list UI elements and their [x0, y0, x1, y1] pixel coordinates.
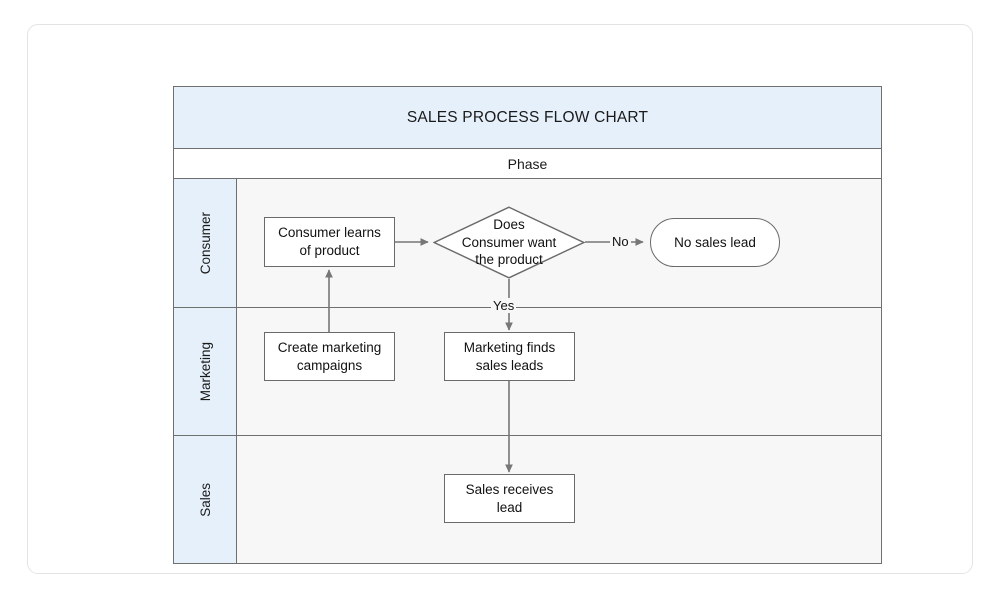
swimlane-label-sales-text: Sales: [197, 482, 213, 517]
node-no-sales-lead[interactable]: No sales lead: [650, 218, 780, 267]
swimlane-marketing: Marketing: [174, 308, 881, 436]
phase-header-row: Phase: [174, 149, 881, 179]
node-sales-receives-line1: Sales receives: [465, 481, 554, 497]
swimlane-label-consumer-text: Consumer: [197, 211, 213, 275]
edge-label-yes: Yes: [491, 298, 517, 313]
node-decision-line3: the product: [475, 252, 543, 268]
node-consumer-learns-line2: of product: [299, 243, 360, 258]
diagram-card: SALES PROCESS FLOW CHART Phase Consumer …: [27, 24, 973, 574]
node-create-campaigns-line1: Create marketing: [277, 339, 382, 355]
swimlane-label-marketing-text: Marketing: [197, 341, 213, 402]
node-sales-receives-line2: lead: [496, 499, 523, 515]
node-marketing-finds-line2: sales leads: [475, 357, 544, 373]
node-does-consumer-want-the-product[interactable]: Does Consumer want the product: [433, 206, 585, 279]
node-marketing-finds-sales-leads[interactable]: Marketing finds sales leads: [444, 332, 575, 381]
edge-label-no: No: [610, 234, 631, 249]
node-create-marketing-campaigns[interactable]: Create marketing campaigns: [264, 332, 395, 381]
swimlane-diagram: SALES PROCESS FLOW CHART Phase Consumer …: [173, 86, 882, 564]
node-no-sales-lead-label: No sales lead: [674, 234, 756, 250]
node-decision-line2: Consumer want: [461, 234, 557, 250]
diagram-title: SALES PROCESS FLOW CHART: [406, 108, 649, 126]
node-create-campaigns-line2: campaigns: [296, 357, 363, 373]
node-decision-line1: Does: [493, 216, 525, 232]
node-consumer-learns-of-product[interactable]: Consumer learns of product: [264, 217, 395, 267]
phase-header-label: Phase: [507, 155, 548, 172]
swimlane-label-marketing: Marketing: [174, 308, 237, 435]
node-consumer-learns-line1: Consumer learns: [278, 225, 381, 241]
swimlane-label-consumer: Consumer: [174, 179, 237, 307]
diagram-title-row: SALES PROCESS FLOW CHART: [174, 87, 881, 149]
node-marketing-finds-line1: Marketing finds: [463, 339, 556, 355]
node-sales-receives-lead[interactable]: Sales receives lead: [444, 474, 575, 523]
swimlane-label-sales: Sales: [174, 436, 237, 563]
